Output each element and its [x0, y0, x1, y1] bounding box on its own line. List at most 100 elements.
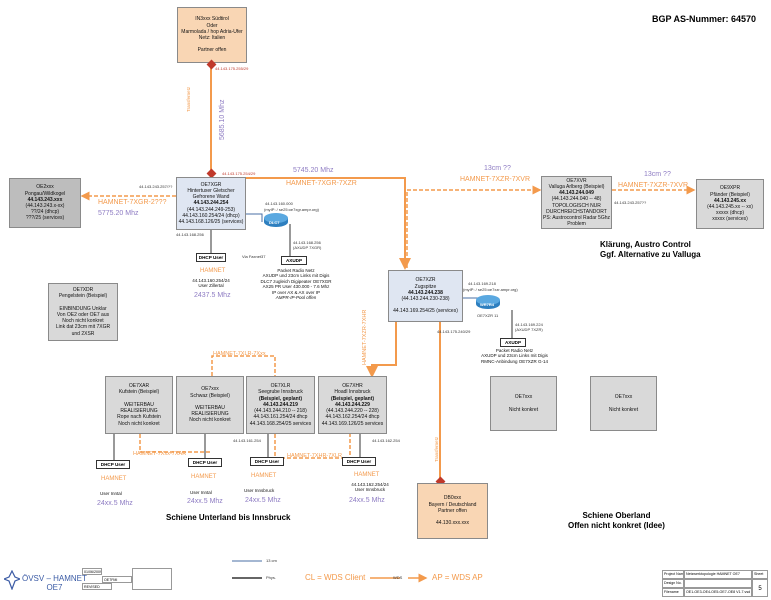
tb-file-label: Filename	[662, 588, 684, 597]
label-zup-val: HAMNET-7XZR-7XVR	[460, 176, 531, 183]
axudp2-ip: 44.143.169.224	[515, 322, 543, 327]
axudp2-box: AXUDP	[500, 338, 526, 347]
wr-router-icon	[476, 295, 500, 309]
zup-ip-bottom: 44.143.175.240/29	[437, 329, 471, 334]
node-line: 44.143.244.049	[559, 190, 594, 197]
node-line: WEITERBAU	[195, 405, 225, 411]
node-line: und 2XSR	[71, 330, 95, 337]
legend-13cm: 13 cm	[266, 558, 277, 563]
legend-wds: WDS	[393, 575, 403, 580]
axudp2-ipsub: (AXUDP 7XZR)	[515, 327, 543, 332]
node-kufstein: OE7XAR Kufstein (Beispiel) WEITERBAU REA…	[105, 376, 173, 434]
line-zup-hoa	[366, 322, 397, 378]
node-line: (44.143.244.040 -- 48)	[551, 196, 602, 203]
dhcp-sch-freq: 24xx.5 Mhz	[187, 498, 223, 505]
dlc7-ip: 44.143.160.000	[265, 201, 293, 206]
dhcp-kuf-desc: User Inntal	[100, 491, 122, 496]
dhcp-see-box: DHCP User	[250, 457, 284, 466]
freq-gw-zup: 5745.20 Mhz	[293, 167, 334, 174]
node-line: OE7XGR	[200, 181, 222, 188]
ovsv-logo-icon	[4, 570, 20, 590]
desc-line: Packet Radio Netz	[277, 268, 315, 273]
node-schwaz: OE7xxx Schwaz (Beispiel) WEITERBAU REALI…	[176, 376, 244, 434]
freq-val-oe9: 13cm ??	[644, 171, 671, 178]
logo-text: ÖVSV – HAMNET OE7	[22, 574, 87, 592]
tb-user: OE7FMI	[102, 576, 132, 583]
wr-ip: OE7XZR 11	[477, 313, 499, 318]
wr-label: WR7R4	[480, 302, 495, 307]
node-line: OE7XHR	[342, 383, 363, 390]
legend-ap: AP = WDS AP	[432, 573, 483, 582]
tb-design-label: Design No.	[662, 579, 684, 588]
node-line: 44.143.168.254/25 services	[249, 420, 312, 427]
dlc7-ip2: (myIP: / se25:oe7xgr.ampr.org)	[264, 207, 319, 212]
node-gw-oe7xgr: OE7XGR Hintertuxer Gletscher Gefrorene W…	[176, 177, 246, 230]
node-line: OE7xxx	[514, 394, 533, 401]
node-line: 44.143.244.229	[335, 401, 370, 408]
dhcp-hoa-desc: 44.143.162.254/24 User Innsbruck	[344, 482, 396, 493]
tb-file-val: OE1-OE3-OE4-OE5-OE7-OE8 V1.7.vsd	[684, 588, 752, 597]
desc-line: IP over AX & AX over IP	[272, 289, 320, 295]
line-see-hoa	[274, 434, 351, 459]
desc-line: RMNC-Anbindung OE7XZR G-14	[480, 358, 549, 364]
node-oe7xxx-a: OE7xxx Nicht konkret	[490, 376, 557, 431]
node-line: Kufstein (Beispiel)	[118, 389, 160, 396]
zup-ip-right2: (myIP: / se25:oe7xzr.ampr.org)	[463, 287, 518, 292]
node-line: Nicht konkret	[508, 406, 539, 413]
node-line: (Beispiel, geplant)	[330, 395, 375, 402]
hoa-ip: 44.143.162.254	[372, 438, 400, 443]
label-zup-hoa: HAMNET-7XZR-7XHR	[362, 309, 368, 365]
node-line: (44.143.244.220 -- 228)	[326, 408, 379, 415]
node-oe7xxx-b: OE7xxx Nicht konkret	[590, 376, 657, 431]
tb-date: 01/06/2009	[82, 568, 102, 575]
node-line: DURCHREICHSTANDORT	[546, 208, 607, 215]
node-line: Netz: Italien	[198, 35, 226, 41]
node-line: Partner offen	[438, 507, 467, 514]
node-line: 44.143.245.xx	[714, 197, 746, 204]
node-zup-oe7xzr: OE7XZR Zugspitze 44.143.244.238 (44.143.…	[388, 270, 463, 322]
node-line: TOPOLOGISCH NUR	[552, 202, 601, 209]
caption-line: Offen nicht konkret (Idee)	[568, 521, 665, 530]
node-line: 44.130.xxx.xxx	[435, 520, 470, 527]
node-line: OE7XAR	[128, 383, 150, 390]
node-line: Zugspitze	[414, 283, 437, 290]
node-line: OE7xxx	[614, 394, 633, 401]
node-line: 44.143.169.126/25 services	[321, 420, 384, 427]
dhcp-hoa-box: DHCP User	[342, 457, 376, 466]
logo-line: ÖVSV – HAMNET	[22, 574, 87, 583]
node-line: EINBINDUNG Unklar	[59, 305, 107, 312]
node-line: Bayern / Deutschland	[428, 501, 477, 508]
klaerung-note: Klärung, Austro Control Ggf. Alternative…	[600, 240, 701, 260]
node-hoadl: OE7XHR Hoadl Innsbruck (Beispiel, geplan…	[318, 376, 387, 434]
legend-cl: CL = WDS Client	[305, 573, 366, 582]
dhcp-hoa-hamnet: HAMNET	[354, 472, 380, 478]
desc-line: DLC7 zugleich Digipeater OE7XGR	[260, 278, 332, 284]
node-line: OE7XVR	[566, 177, 587, 184]
label-zup-db: Transfernetz	[434, 436, 439, 462]
dhcp1-desc: 44.143.160.254/24 User Zillertal	[186, 278, 236, 289]
note-line: Ggf. Alternative zu Valluga	[600, 250, 701, 259]
dhcp-see-freq: 24xx.5 Mhz	[245, 497, 281, 504]
dhcp-hoa-freq: 24xx.5 Mhz	[349, 497, 385, 504]
axudp2-desc: Packet Radio Netz AXUDP und 23cm Links m…	[472, 348, 557, 364]
node-line: Schwaz (Beispiel)	[190, 392, 230, 399]
node-line: Marmolada / hop Adria-Ufer	[181, 28, 243, 35]
node-line: OE7XDR	[72, 287, 94, 294]
node-line: Link dat 23cm mit 7XGR	[55, 324, 111, 331]
dhcp-see-hamnet: HAMNET	[251, 473, 277, 479]
desc-line: AMPR-IP-Pool offen	[275, 295, 317, 301]
node-line: Seegrube Innsbruck	[258, 389, 303, 396]
node-line: Hoadl Innsbruck	[334, 389, 371, 396]
label-top-transfer: Transfernetz	[186, 86, 191, 112]
legend-phys: Phys.	[266, 575, 277, 580]
desc-line: AXUDP und 23cm Links mit Digis	[262, 273, 330, 279]
line-sch-see	[211, 355, 276, 376]
line-gw-dlc7	[246, 213, 263, 222]
freq-gw-oe2: 5775.20 Mhz	[98, 210, 139, 217]
node-line: REALISIERUNG	[120, 408, 158, 415]
axudp1-ipsub: (AXUDP 7XGR)	[293, 245, 322, 250]
node-line: Von OE2 oder OE7 aus	[56, 312, 110, 318]
desc-line: 44.143.160.254/24	[192, 278, 230, 283]
label-gw-oe2: HAMNET-7XGR-2???	[98, 199, 167, 206]
